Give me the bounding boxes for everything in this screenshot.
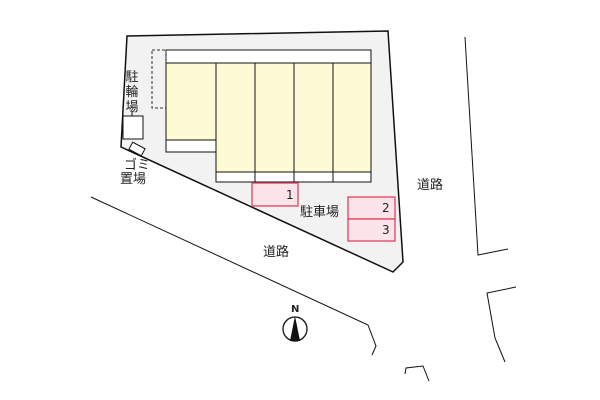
road-edge [464,36,509,256]
road-edge [486,286,517,363]
unit-balcony [254,171,295,183]
road-edge [404,365,430,382]
garbage-label-2: 置場 [120,172,147,187]
parking-number-1: 1 [286,188,294,202]
unit-balcony [332,171,372,183]
balcony-top [165,49,372,64]
unit [254,62,295,173]
bicycle-parking-box [122,115,144,140]
unit [293,62,334,173]
north-arrow-icon [282,316,308,342]
road-label-bottom: 道路 [263,245,290,260]
bicycle-parking-label: 駐輪場 [125,70,139,115]
garbage-box [128,141,146,157]
unit-balcony [215,171,256,183]
parking-space-1 [251,182,299,207]
parking-label: 駐車場 [300,205,340,220]
road-label-right: 道路 [417,178,444,193]
unit [332,62,372,173]
garbage-label-1: ゴミ [124,158,151,173]
road-edge [90,196,377,356]
parking-number-2: 2 [382,201,390,215]
unit-balcony [165,139,217,153]
parking-space-3 [347,218,396,242]
unit [165,62,217,141]
unit-balcony [293,171,334,183]
unit [215,62,256,173]
parking-number-3: 3 [382,223,390,237]
north-label: N [291,304,300,315]
